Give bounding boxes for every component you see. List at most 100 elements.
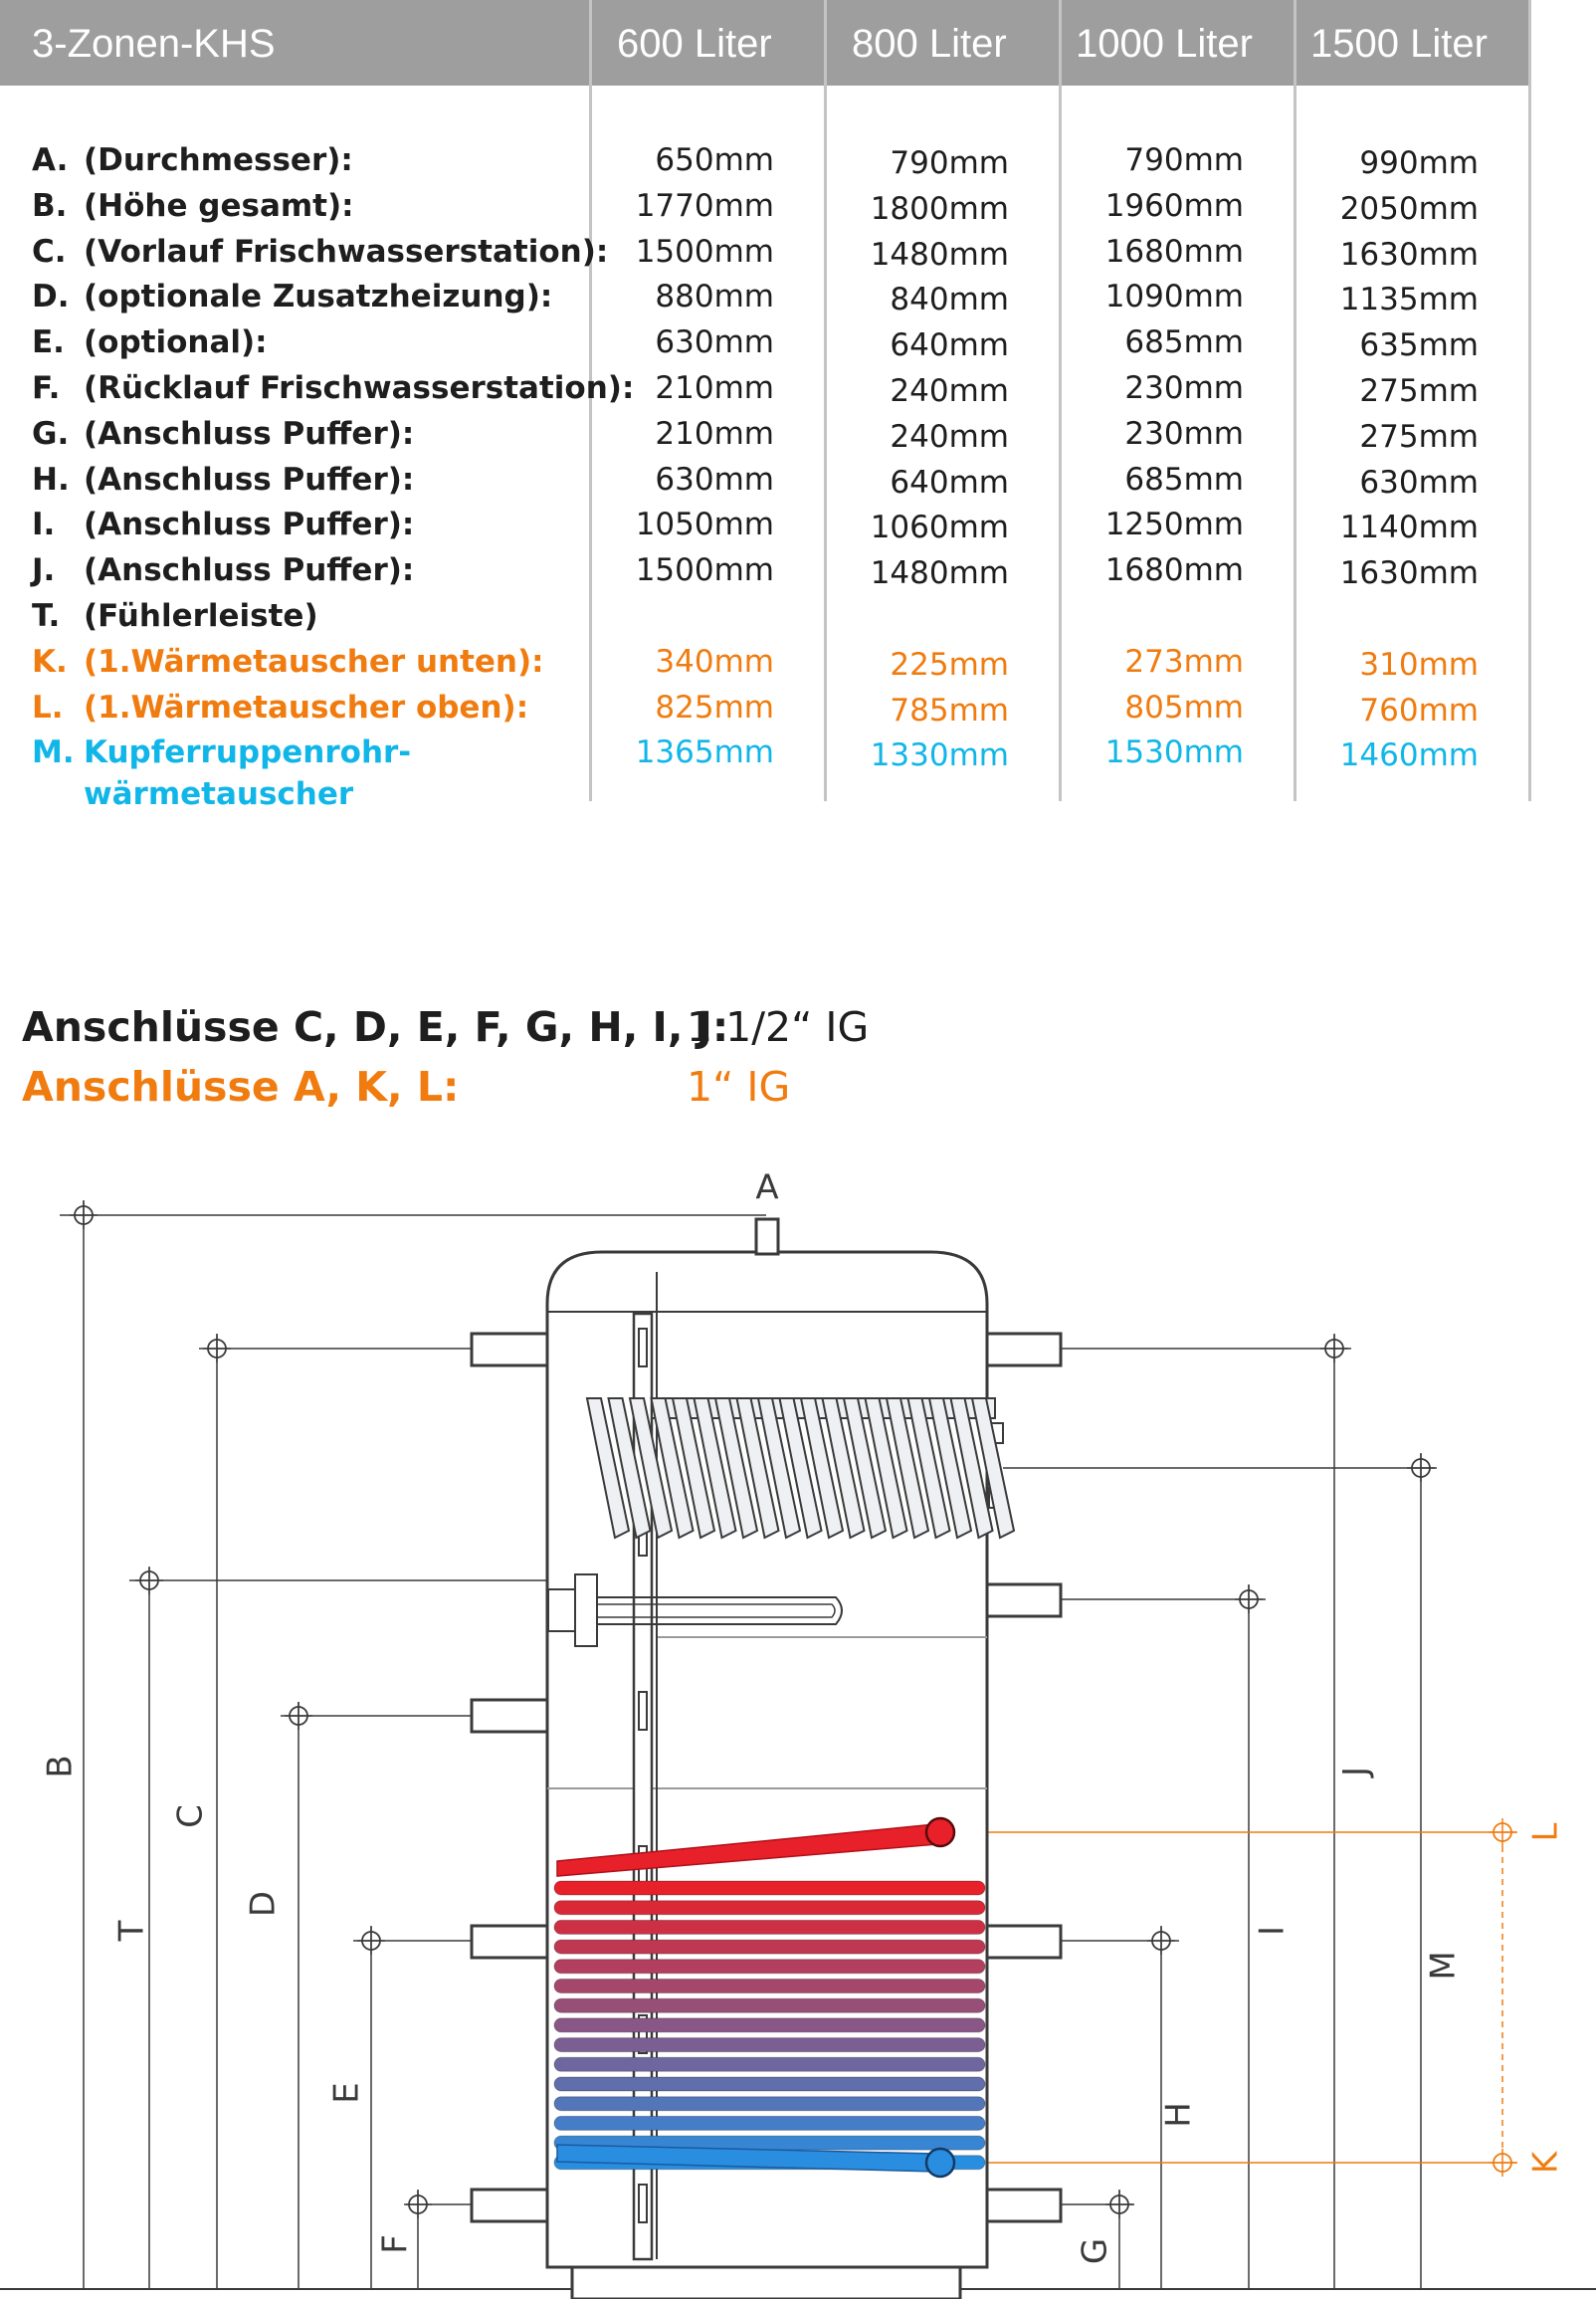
row-description: (Rücklauf Frischwasserstation): xyxy=(84,370,635,406)
row-label: I.(Anschluss Puffer): xyxy=(32,507,414,542)
coil-tube xyxy=(553,1979,986,1993)
table-cell: 790mm xyxy=(890,145,1009,181)
table-title: 3-Zonen-KHS xyxy=(32,22,276,66)
coil-winding xyxy=(671,1397,716,1540)
column-divider xyxy=(1059,0,1062,801)
row-code: F. xyxy=(32,370,61,406)
table-cell: 840mm xyxy=(890,282,1009,318)
corrugated-copper-coil xyxy=(585,1397,1016,1540)
column-header: 1500 Liter xyxy=(1310,22,1488,66)
spec-table: 3-Zonen-KHS 600 Liter 800 Liter 1000 Lit… xyxy=(0,0,1596,812)
table-cell: 1090mm xyxy=(1104,279,1244,315)
coil-winding xyxy=(756,1397,802,1540)
dimension-letter-c: C xyxy=(171,1804,211,1828)
row-description: (Anschluss Puffer): xyxy=(84,552,415,589)
coil-tube xyxy=(553,2037,986,2053)
table-cell: 1060mm xyxy=(870,510,1009,546)
row-code: M. xyxy=(32,734,75,771)
side-connection xyxy=(985,1332,1063,1367)
table-cell: 630mm xyxy=(655,324,774,361)
row-label: K.(1.Wärmetauscher unten): xyxy=(32,644,544,680)
row-description: (Höhe gesamt): xyxy=(84,187,354,224)
sensor-pocket xyxy=(638,2184,648,2223)
row-label: D.(optionale Zusatzheizung): xyxy=(32,279,552,314)
coil-tube xyxy=(553,1959,986,1975)
row-label: T.(Fühlerleiste) xyxy=(32,598,318,634)
coil-tube xyxy=(553,2017,986,2033)
header-col-1000: 1000 Liter xyxy=(1062,0,1294,86)
row-description: (Vorlauf Frischwasserstation): xyxy=(84,233,609,270)
side-connection xyxy=(470,1698,549,1734)
row-code: B. xyxy=(32,187,68,224)
row-description: (Anschluss Puffer): xyxy=(84,461,415,498)
row-code: J. xyxy=(32,552,56,589)
sensor-pocket xyxy=(638,2014,648,2054)
coil-tube xyxy=(553,1997,986,2013)
coil-winding xyxy=(970,1397,1016,1540)
dimension-letter-e: E xyxy=(327,2082,367,2103)
table-cell: 1050mm xyxy=(635,507,774,543)
header-col-800: 800 Liter xyxy=(827,0,1059,86)
row-label: G.(Anschluss Puffer): xyxy=(32,416,414,452)
sensor-pocket xyxy=(638,1328,648,1367)
table-cell: 635mm xyxy=(1359,327,1479,364)
connection-a-stub xyxy=(754,1217,780,1256)
side-connection xyxy=(985,1582,1063,1618)
coil-tube xyxy=(553,1919,986,1935)
row-code: A. xyxy=(32,142,69,178)
table-cell: 210mm xyxy=(655,415,774,452)
table-cell: 1250mm xyxy=(1104,507,1244,543)
side-connection xyxy=(985,1924,1063,1960)
table-cell: 990mm xyxy=(1359,145,1479,181)
dimension-letter-k: K xyxy=(1526,2150,1566,2174)
coil-winding xyxy=(607,1397,652,1540)
table-cell: 1500mm xyxy=(635,233,774,270)
coil-winding xyxy=(799,1397,845,1540)
connections-value-2: 1“ IG xyxy=(687,1063,791,1111)
table-cell: 685mm xyxy=(1124,461,1244,498)
coil-tube xyxy=(553,1880,986,1896)
connections-value-1: 1 1/2“ IG xyxy=(687,1003,870,1051)
table-cell: 630mm xyxy=(655,461,774,498)
row-label: J. (Anschluss Puffer): xyxy=(32,552,414,588)
heater-element xyxy=(597,1603,836,1618)
side-connection xyxy=(470,1924,549,1960)
row-label: B. (Höhe gesamt): xyxy=(32,188,354,224)
row-description: (Anschluss Puffer): xyxy=(84,415,415,452)
table-cell: 760mm xyxy=(1359,692,1479,729)
table-cell: 1480mm xyxy=(870,555,1009,592)
row-code: L. xyxy=(32,689,64,726)
coil-inlet xyxy=(924,1816,956,1848)
row-label: M.Kupferruppenrohr-wärmetauscher xyxy=(32,734,411,812)
coil-tube xyxy=(553,2076,986,2092)
header-col-1500: 1500 Liter xyxy=(1297,0,1528,86)
table-cell: 1140mm xyxy=(1339,510,1479,546)
dimension-letter-m: M xyxy=(1424,1951,1464,1980)
table-cell: 1480mm xyxy=(870,236,1009,273)
coil-tube xyxy=(553,2056,986,2072)
row-label: F. (Rücklauf Frischwasserstation): xyxy=(32,370,634,406)
row-description: (Durchmesser): xyxy=(84,142,353,178)
coil-tube xyxy=(553,1939,986,1955)
table-cell: 1770mm xyxy=(635,187,774,224)
dimension-letter-b: B xyxy=(41,1755,81,1777)
row-code: H. xyxy=(32,461,70,498)
table-cell: 1460mm xyxy=(1339,737,1479,774)
coil-winding xyxy=(906,1397,951,1540)
coil-tube xyxy=(553,2115,986,2131)
column-header: 600 Liter xyxy=(617,22,772,66)
table-cell: 630mm xyxy=(1359,464,1479,501)
table-cell: 1630mm xyxy=(1339,236,1479,273)
column-header: 1000 Liter xyxy=(1076,22,1253,66)
coil-winding xyxy=(885,1397,930,1540)
row-description: (optional): xyxy=(84,324,268,361)
column-divider xyxy=(824,0,827,801)
side-connection xyxy=(470,1332,549,1367)
row-label: H. (Anschluss Puffer): xyxy=(32,462,414,498)
row-description: (optionale Zusatzheizung): xyxy=(84,279,553,315)
coil-winding xyxy=(821,1397,866,1540)
side-connection xyxy=(470,2188,549,2223)
sensor-pocket xyxy=(638,1691,648,1731)
